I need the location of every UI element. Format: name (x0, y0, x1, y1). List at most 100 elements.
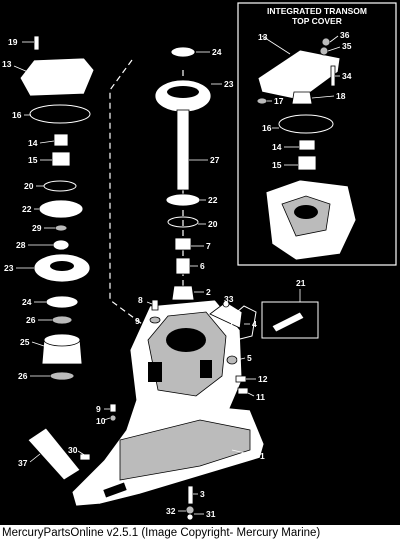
callout-4: 4 (252, 319, 257, 329)
housing-small-parts (27, 299, 319, 521)
center-shaft-column: 24 23 27 22 20 7 6 2 (154, 46, 234, 301)
callout-10: 10 (96, 416, 106, 426)
callout-2: 2 (206, 287, 211, 297)
callout-5: 5 (247, 353, 252, 363)
callout-29: 29 (32, 223, 42, 233)
callout-20-center: 20 (208, 219, 218, 229)
callout-6: 6 (200, 261, 205, 271)
washer-32 (185, 505, 195, 515)
inset-callout-34: 34 (342, 71, 352, 81)
callout-13: 13 (2, 59, 12, 69)
bearing-cup-6 (175, 257, 191, 275)
bearing-22 (38, 199, 84, 219)
inset-washer-35 (319, 46, 329, 56)
callout-22-center: 22 (208, 195, 218, 205)
inset-ring-14 (298, 139, 316, 151)
inset-oring-16 (278, 114, 334, 134)
bearing-22-center (165, 193, 201, 207)
stud-3 (187, 485, 194, 505)
callout-26-top: 26 (26, 315, 36, 325)
callout-8: 8 (138, 295, 143, 305)
spring-21 (271, 311, 305, 333)
callout-27: 27 (210, 155, 220, 165)
callout-31: 31 (206, 509, 216, 519)
pin-8 (151, 299, 159, 311)
inset-callout-16: 16 (262, 123, 272, 133)
exploded-parts-diagram: INTEGRATED TRANSOM TOP COVER 13 (0, 0, 400, 525)
callout-11: 11 (256, 392, 265, 402)
inset-callout-18: 18 (336, 91, 346, 101)
screw-11 (237, 387, 249, 395)
callout-21: 21 (296, 278, 306, 288)
callout-22-left: 22 (22, 204, 32, 214)
callout-3: 3 (200, 489, 205, 499)
callout-23-left: 23 (4, 263, 14, 273)
image-caption: MercuryPartsOnline v2.5.1 (Image Copyrig… (0, 525, 400, 541)
screw-33 (222, 300, 230, 308)
callout-7: 7 (206, 241, 211, 251)
inset-callout-13: 13 (258, 32, 268, 42)
inset-callout-36: 36 (340, 30, 350, 40)
plug-12 (235, 375, 247, 383)
callout-14: 14 (28, 138, 38, 148)
inset-title-line1: INTEGRATED TRANSOM (267, 6, 367, 16)
pinion-2 (171, 285, 195, 301)
bearing-24-top (170, 46, 196, 58)
inset-panel: INTEGRATED TRANSOM TOP COVER 13 (237, 2, 397, 266)
inset-callout-15: 15 (272, 160, 282, 170)
callout-15: 15 (28, 155, 38, 165)
callout-23-center: 23 (224, 79, 234, 89)
callout-20-left: 20 (24, 181, 34, 191)
tool-handle-37 (27, 427, 81, 481)
bearing-race-14 (53, 133, 69, 147)
top-cover-13 (19, 57, 95, 97)
inset-top-cover (257, 49, 341, 101)
callout-24-center: 24 (212, 47, 222, 57)
ring-29 (54, 224, 68, 232)
bolt-19 (33, 35, 40, 51)
spring-box-21 (261, 301, 319, 339)
callout-1: 1 (260, 451, 265, 461)
housing-callouts: 8 9 33 21 4 5 12 11 9 10 1 (18, 278, 306, 519)
callout-33: 33 (224, 294, 234, 304)
callout-9-bottom: 9 (96, 404, 101, 414)
gasket-4 (229, 305, 257, 341)
fitting-30 (79, 453, 91, 461)
inset-pin-34 (330, 65, 336, 87)
housing-boss (209, 301, 243, 329)
inset-title-line2: TOP COVER (292, 16, 342, 26)
washer-10 (109, 414, 117, 422)
shim-20-center (167, 216, 199, 228)
callout-9-top: 9 (135, 316, 140, 326)
inset-callout-35: 35 (342, 41, 352, 51)
screw-9-bottom (109, 403, 117, 413)
washer-26 (51, 315, 73, 325)
plug-5 (226, 355, 238, 365)
inset-callout-17: 17 (274, 96, 284, 106)
callout-25: 25 (20, 337, 30, 347)
gear-housing-1 (71, 299, 265, 507)
callout-12: 12 (258, 374, 268, 384)
callout-32: 32 (166, 506, 176, 516)
washer-26b (49, 371, 75, 381)
callout-19: 19 (8, 37, 18, 47)
callout-37: 37 (18, 458, 28, 468)
left-parts-column: 19 13 16 14 15 20 22 29 28 23 (2, 35, 95, 381)
callout-30: 30 (68, 445, 78, 455)
driveshaft-27 (176, 109, 190, 191)
bearing-7 (174, 237, 192, 251)
bearing-15 (51, 151, 71, 167)
bearing-24 (45, 295, 79, 309)
callout-16: 16 (12, 110, 22, 120)
oring-16 (29, 104, 91, 124)
callout-24-left: 24 (22, 297, 32, 307)
nut-31 (186, 513, 194, 521)
inset-washer-17 (256, 97, 268, 105)
inset-part-18 (291, 91, 313, 105)
diagram-canvas: INTEGRATED TRANSOM TOP COVER 13 (2, 2, 397, 521)
inset-bearing-15 (297, 155, 317, 171)
inset-callout-14: 14 (272, 142, 282, 152)
bearing-28 (52, 239, 70, 251)
inset-bolt-36 (321, 37, 331, 47)
